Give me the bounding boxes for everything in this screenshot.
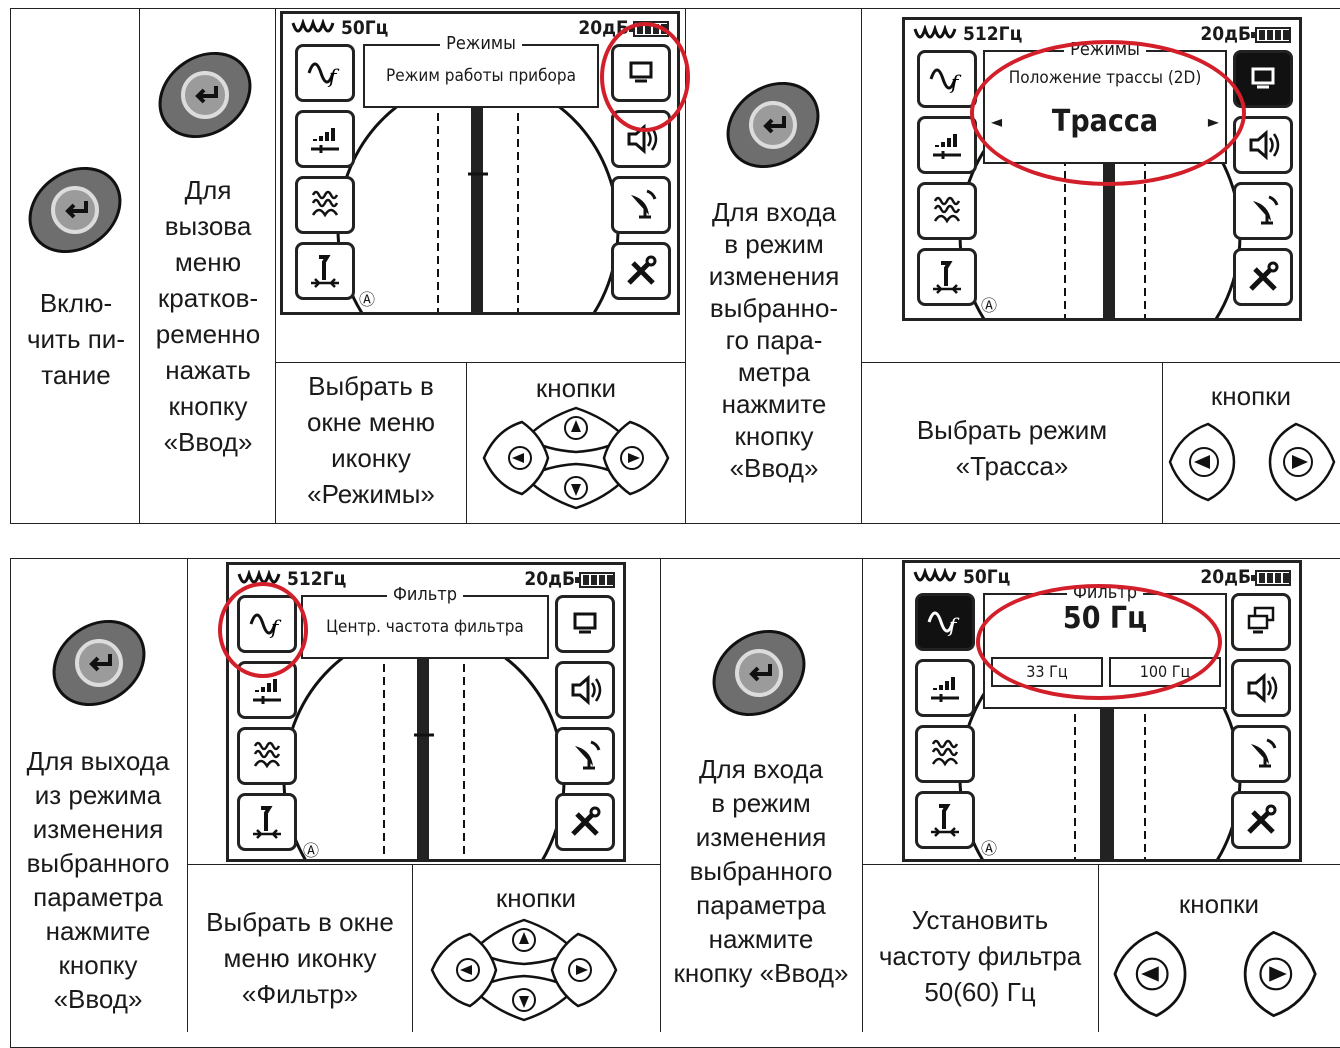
battery-icon bbox=[579, 572, 615, 588]
highlight-filter-button bbox=[218, 582, 308, 678]
left-arrow-button[interactable] bbox=[1110, 928, 1190, 1020]
right-arrow-button[interactable] bbox=[1236, 928, 1320, 1020]
menu-popup: Фильтр Центр. частота фильтра bbox=[301, 595, 549, 659]
enter-button-icon bbox=[718, 80, 828, 170]
depth-icon[interactable] bbox=[917, 248, 977, 306]
mode-marker: Ⓐ bbox=[981, 835, 997, 859]
buttons-label: кнопки bbox=[1099, 886, 1339, 922]
arrow-keys-icon[interactable] bbox=[478, 400, 674, 516]
mode-marker: Ⓐ bbox=[303, 837, 319, 861]
response-icon[interactable] bbox=[915, 725, 975, 783]
modes-icon[interactable] bbox=[555, 595, 615, 653]
enter-button-icon bbox=[20, 165, 130, 255]
filter-icon[interactable]: f bbox=[917, 50, 977, 108]
depth-icon[interactable] bbox=[915, 791, 975, 849]
mode-marker: Ⓐ bbox=[981, 292, 997, 316]
depth-icon[interactable] bbox=[237, 793, 297, 851]
select-modes-text: Выбрать в окне меню иконку «Режимы» bbox=[277, 368, 465, 512]
svg-text:f: f bbox=[327, 64, 340, 88]
gain-icon[interactable] bbox=[917, 116, 977, 174]
enter-button-icon bbox=[44, 618, 154, 708]
settings-tools-icon[interactable] bbox=[611, 242, 671, 300]
left-arrow-button[interactable] bbox=[1166, 420, 1238, 504]
signal-wave-icon bbox=[291, 19, 339, 39]
gain-icon[interactable] bbox=[915, 659, 975, 717]
right-arrow-button[interactable] bbox=[1262, 420, 1338, 504]
filter-icon[interactable]: f bbox=[915, 593, 975, 651]
highlight-route-popup bbox=[970, 40, 1246, 186]
enter-button-icon bbox=[150, 50, 260, 140]
response-icon[interactable] bbox=[917, 182, 977, 240]
sound-icon[interactable] bbox=[555, 661, 615, 719]
call-menu-text: Для вызова меню кратков- ременно нажать … bbox=[141, 172, 275, 460]
buttons-label: кнопки bbox=[1163, 378, 1339, 414]
mode-marker: Ⓐ bbox=[359, 286, 375, 310]
highlight-filter-value bbox=[976, 584, 1222, 700]
buttons-label: кнопки bbox=[413, 880, 659, 916]
choose-route-text: Выбрать режим «Трасса» bbox=[862, 412, 1162, 484]
enter-edit-text: Для входа в режим изменения выбранно- го… bbox=[688, 196, 860, 484]
response-icon[interactable] bbox=[237, 727, 297, 785]
menu-popup: Режимы Режим работы прибора bbox=[363, 44, 599, 108]
power-on-text: Вклю- чить пи- тание bbox=[14, 285, 138, 393]
svg-text:f: f bbox=[949, 70, 962, 94]
settings-tools-icon[interactable] bbox=[555, 793, 615, 851]
popup-title: Режимы bbox=[440, 33, 522, 54]
sound-icon[interactable] bbox=[1231, 659, 1291, 717]
filter-icon[interactable]: f bbox=[295, 44, 355, 102]
battery-icon bbox=[1255, 27, 1291, 43]
depth-icon[interactable] bbox=[295, 242, 355, 300]
signal-wave-icon bbox=[913, 25, 961, 45]
settings-tools-icon[interactable] bbox=[1231, 791, 1291, 849]
antenna-icon[interactable] bbox=[555, 727, 615, 785]
signal-wave-icon bbox=[913, 568, 961, 588]
gain-icon[interactable] bbox=[295, 110, 355, 168]
antenna-icon[interactable] bbox=[1231, 725, 1291, 783]
popup-text: Режим работы прибора bbox=[365, 66, 597, 86]
antenna-icon[interactable] bbox=[1233, 182, 1293, 240]
svg-text:f: f bbox=[947, 613, 960, 637]
settings-tools-icon[interactable] bbox=[1233, 248, 1293, 306]
modes-icon[interactable] bbox=[1231, 593, 1291, 651]
enter-edit-text: Для входа в режим изменения выбранного п… bbox=[661, 752, 861, 990]
select-filter-text: Выбрать в окне меню иконку «Фильтр» bbox=[188, 904, 412, 1012]
exit-edit-text: Для выхода из режима изменения выбранног… bbox=[10, 744, 186, 1016]
antenna-icon[interactable] bbox=[611, 176, 671, 234]
display-circle bbox=[269, 625, 579, 862]
enter-button-icon bbox=[704, 628, 814, 718]
popup-title: Фильтр bbox=[387, 584, 463, 605]
display-circle bbox=[323, 74, 633, 315]
popup-text: Центр. частота фильтра bbox=[303, 617, 547, 637]
response-icon[interactable] bbox=[295, 176, 355, 234]
set-filter-text: Установить частоту фильтра 50(60) Гц bbox=[863, 902, 1097, 1010]
arrow-keys-icon[interactable] bbox=[426, 912, 622, 1028]
highlight-modes-button bbox=[600, 22, 690, 132]
battery-icon bbox=[1255, 570, 1291, 586]
